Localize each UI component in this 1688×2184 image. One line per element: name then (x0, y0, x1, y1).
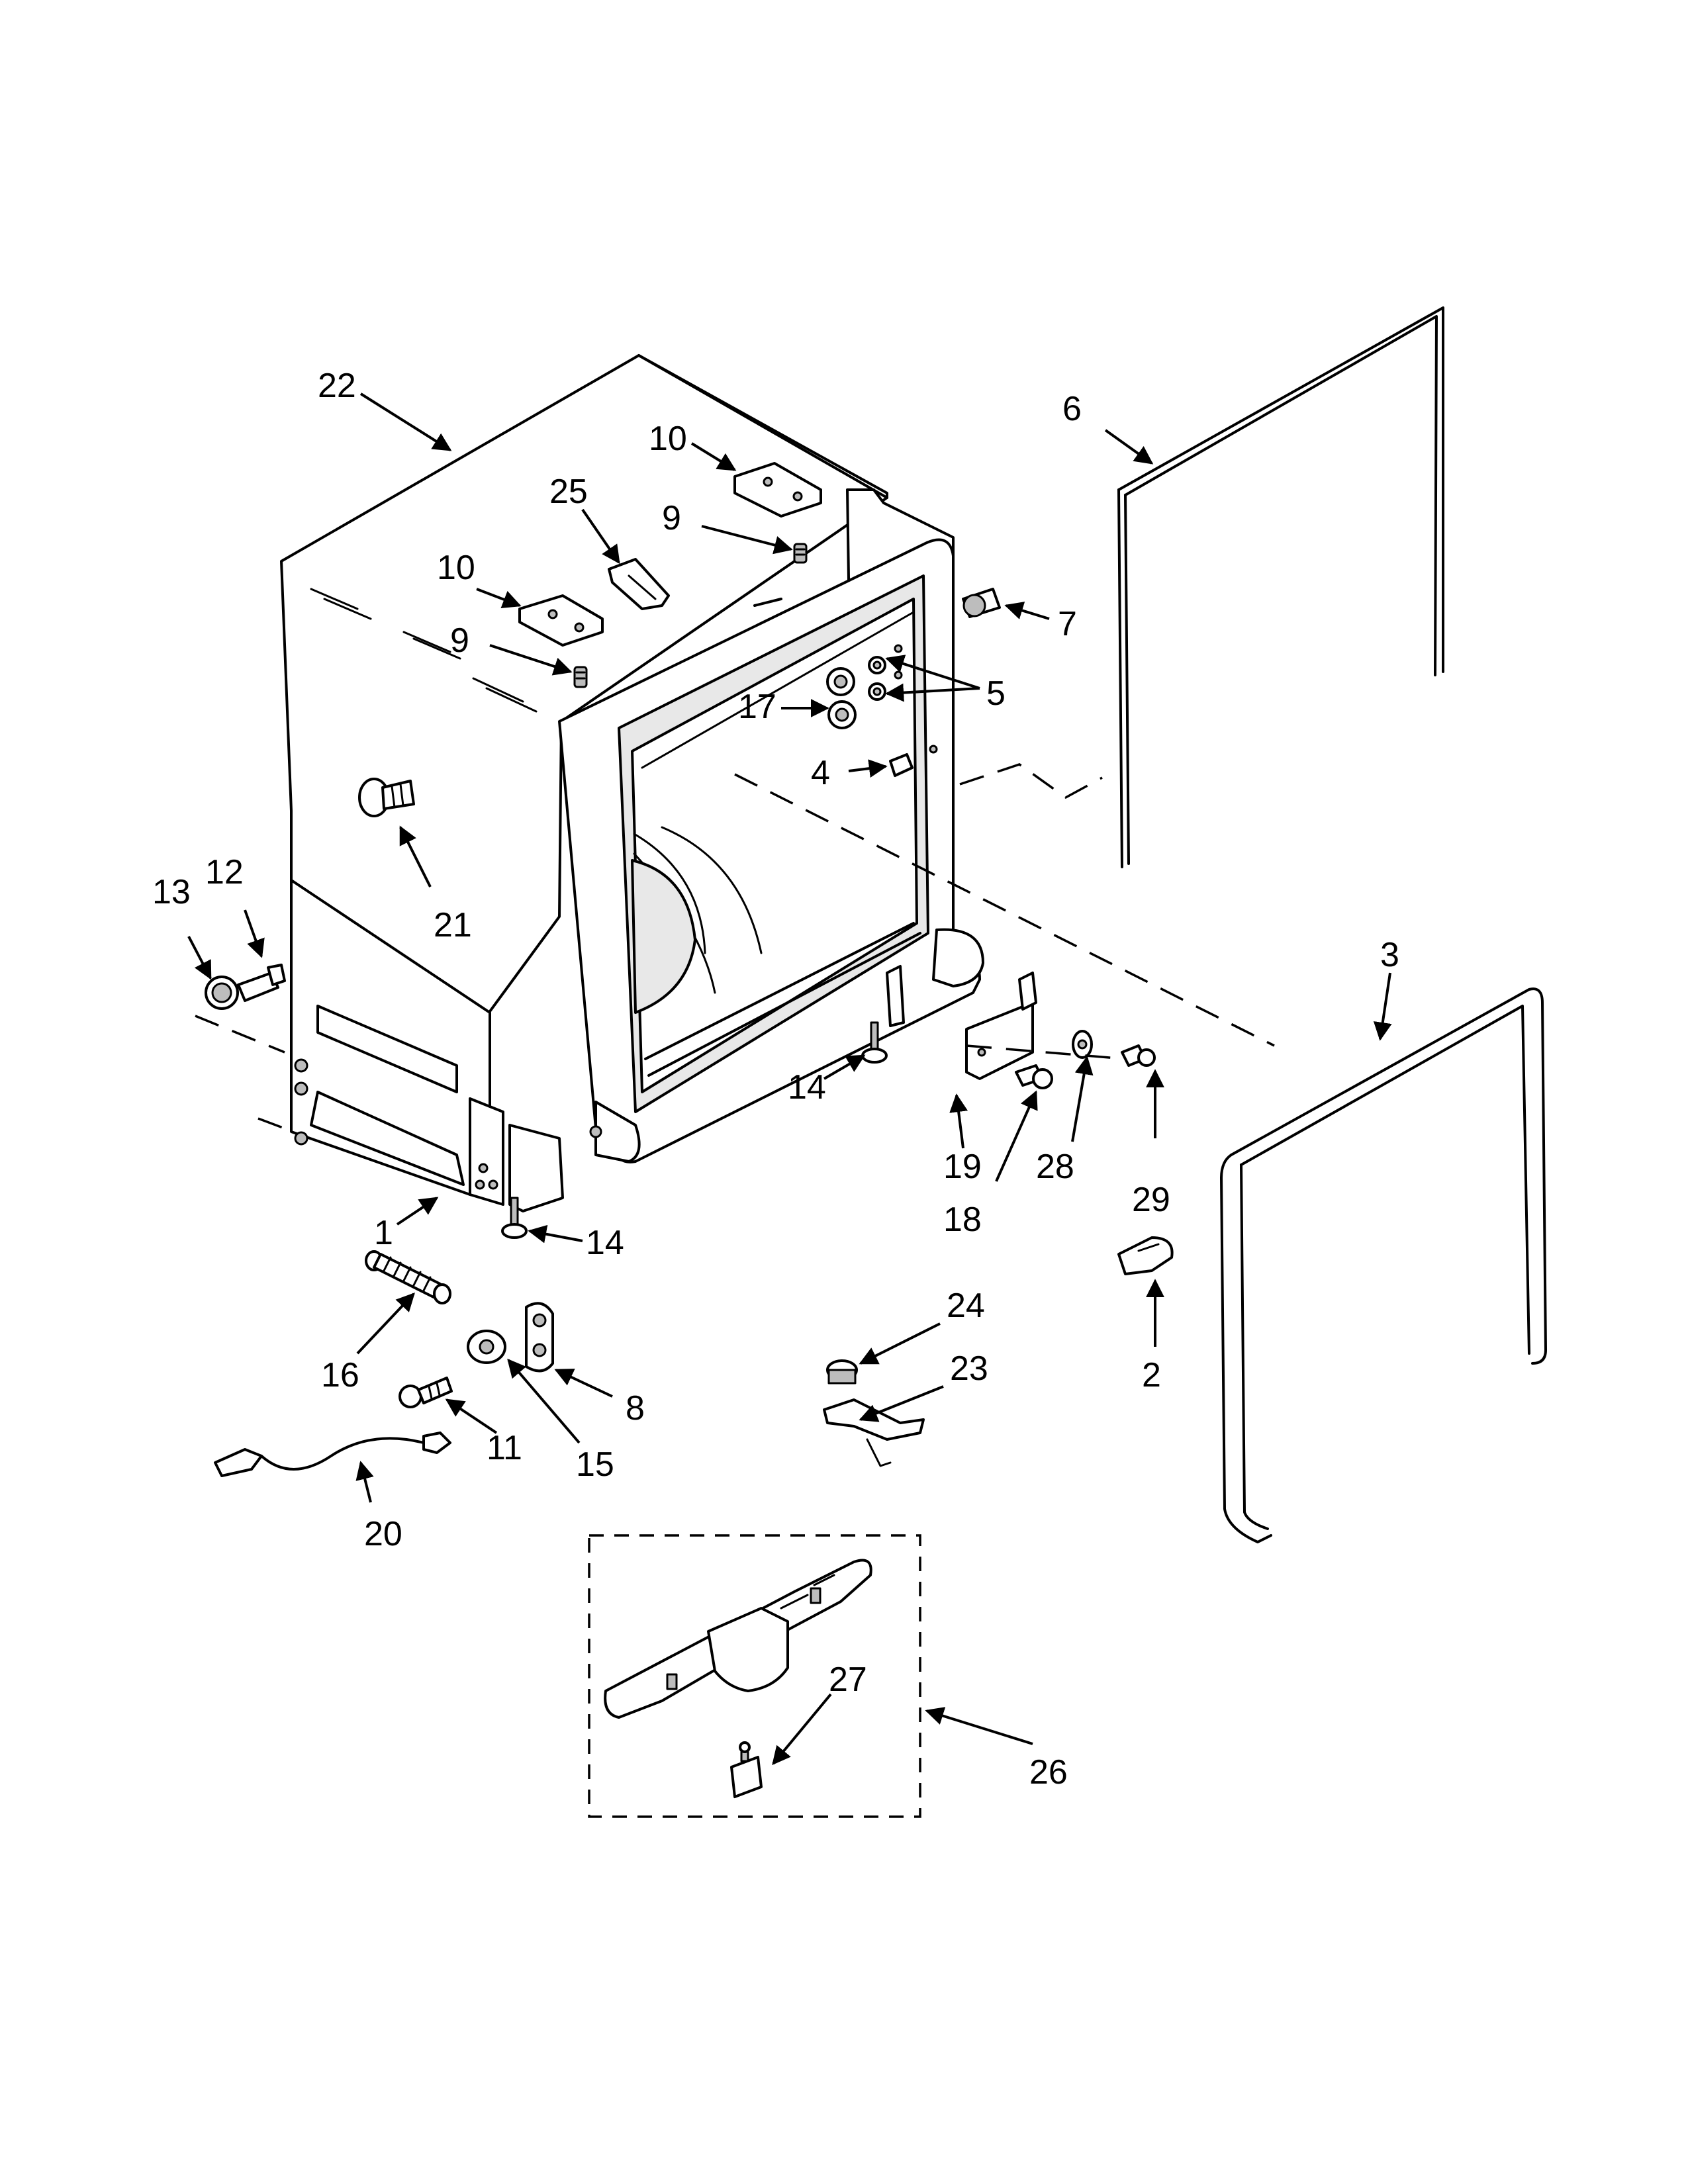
callout-8: 8 (626, 1389, 645, 1428)
door-spring (365, 1250, 451, 1304)
callout-17: 17 (738, 688, 776, 726)
base-frame (290, 879, 564, 1212)
hinge-bracket-upper (733, 462, 822, 518)
mounting-clip (608, 558, 670, 610)
callout-15: 15 (576, 1445, 614, 1484)
bumper-plug (358, 778, 415, 817)
callout-11: 11 (487, 1429, 522, 1467)
leader-arrows (187, 392, 1392, 1766)
lock-washer (1072, 1030, 1093, 1059)
callout-9-upper: 9 (662, 499, 681, 537)
thermostat-bracket (823, 1398, 925, 1467)
leg-lower (501, 1197, 528, 1239)
diverter-valve (730, 1741, 763, 1798)
callout-labels: 22 10 25 9 10 9 6 7 5 17 4 21 13 12 3 14… (152, 367, 1399, 1792)
hinge-bracket-lower (518, 594, 604, 647)
nut (889, 745, 938, 777)
pivot-bolt (399, 1377, 453, 1408)
callout-24: 24 (947, 1287, 985, 1325)
callout-1: 1 (374, 1214, 393, 1252)
tub-gasket (1220, 987, 1547, 1543)
bracket-screw (1121, 1044, 1156, 1067)
callout-19: 19 (943, 1148, 982, 1186)
callout-5: 5 (986, 674, 1006, 713)
callout-7: 7 (1058, 605, 1077, 643)
callout-29: 29 (1132, 1181, 1170, 1219)
callout-21: 21 (434, 906, 472, 944)
door-gasket (1117, 306, 1444, 868)
screw-upper (793, 543, 808, 564)
upper-wash-arm (604, 1559, 872, 1719)
callout-27: 27 (829, 1661, 867, 1699)
tub-assembly (280, 354, 984, 1163)
callout-26: 26 (1029, 1753, 1068, 1792)
callout-14-lower: 14 (586, 1224, 624, 1262)
callout-2: 2 (1142, 1356, 1161, 1394)
callout-10-lower: 10 (437, 549, 475, 587)
screw-side (962, 588, 1001, 618)
callout-4: 4 (811, 754, 830, 792)
screw-lower (573, 666, 588, 688)
callout-9-lower: 9 (450, 621, 469, 660)
callout-13: 13 (152, 873, 191, 911)
callout-18: 18 (943, 1201, 982, 1239)
door-cable (214, 1432, 451, 1477)
wire-clip (1117, 1236, 1174, 1275)
thermostat (826, 1359, 858, 1385)
callout-14-upper: 14 (788, 1068, 826, 1107)
callout-25: 25 (549, 473, 588, 511)
mounting-bracket (965, 972, 1037, 1080)
leveling-foot (205, 964, 286, 1010)
callout-6: 6 (1062, 390, 1082, 428)
callout-22: 22 (318, 367, 356, 405)
callout-23: 23 (950, 1349, 988, 1388)
leg-upper (861, 1021, 888, 1064)
link-bracket (525, 1302, 554, 1373)
callout-28: 28 (1036, 1148, 1074, 1186)
callout-3: 3 (1380, 936, 1399, 974)
washers (868, 644, 903, 701)
callout-12: 12 (205, 853, 244, 891)
callout-10-upper: 10 (649, 420, 687, 458)
callout-20: 20 (364, 1515, 402, 1553)
callout-16: 16 (321, 1356, 359, 1394)
bracket-bolt (1015, 1064, 1053, 1089)
wash-arm-group-box (588, 1534, 921, 1818)
spring-pulley (467, 1330, 506, 1364)
alignment-lines (195, 763, 1275, 1130)
